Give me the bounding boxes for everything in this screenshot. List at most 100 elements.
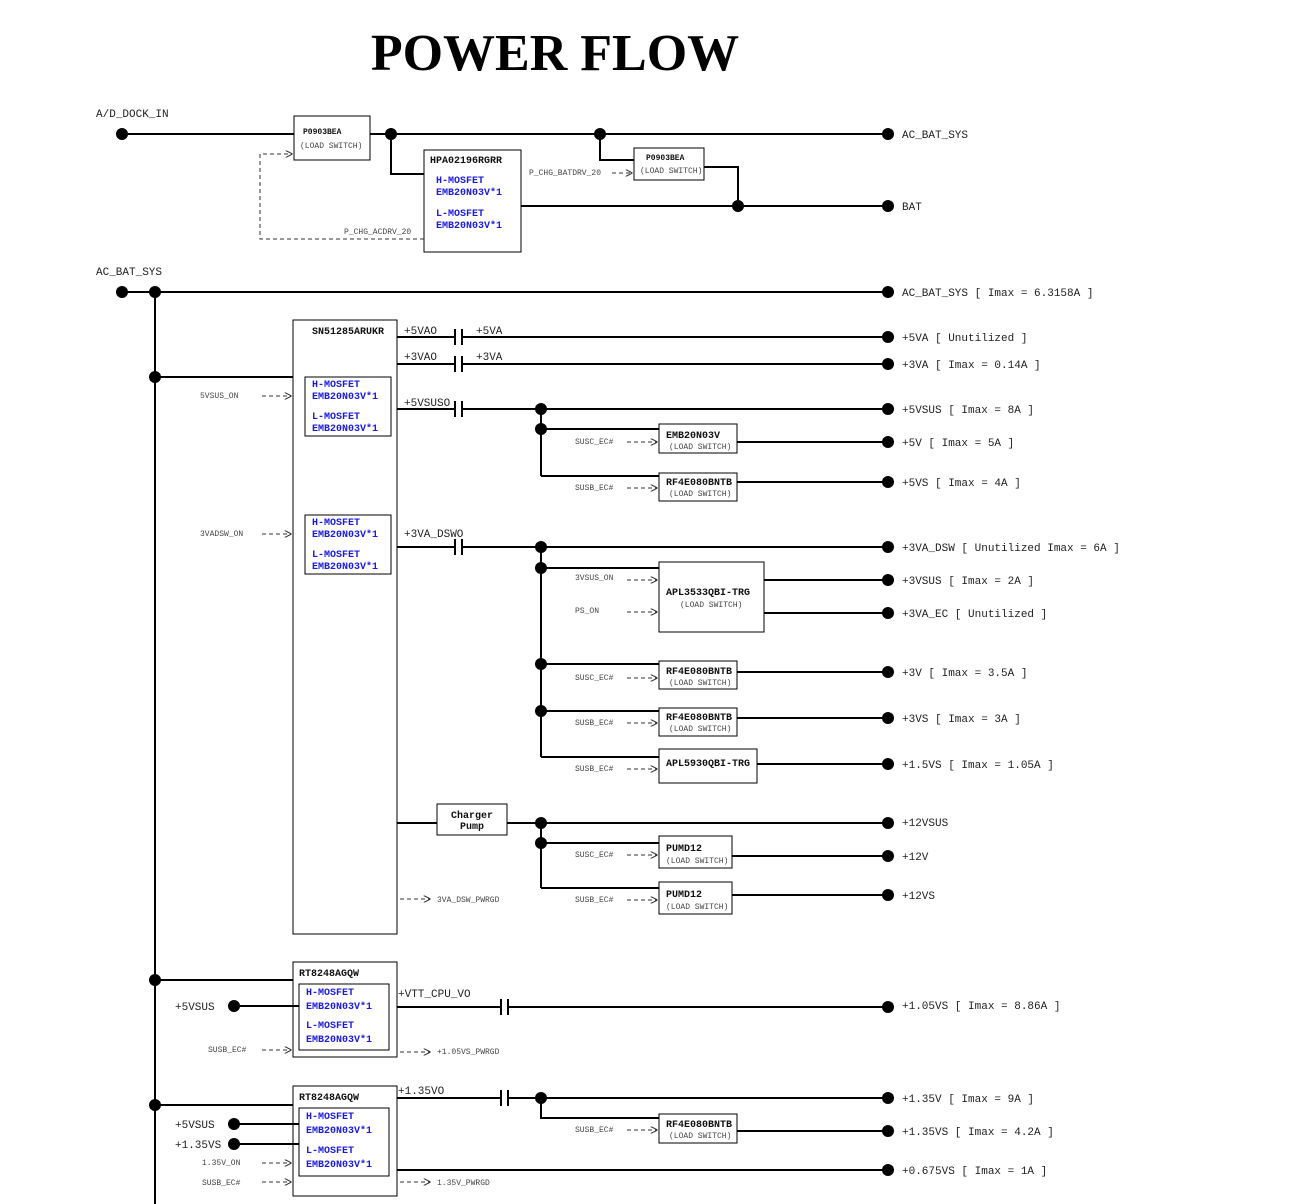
rt8248-2-section: RT8248AGQW H-MOSFET EMB20N03V*1 L-MOSFET…: [175, 1085, 1054, 1197]
pumd12-1-type: (LOAD SWITCH): [666, 857, 728, 866]
output-3va: +3VA [ Imax = 0.14A ]: [902, 360, 1041, 372]
hpa-label: HPA02196RGRR: [430, 156, 502, 167]
pumd12-switch-2: [658, 881, 733, 915]
output-3va-dsw: +3VA_DSW [ Unutilized Imax = 6A ]: [902, 543, 1120, 555]
rf-4-label: RF4E080BNTB: [666, 1120, 732, 1131]
sn51285-section: SN51285ARUKR H-MOSFET EMB20N03V*1 L-MOSF…: [200, 319, 1120, 935]
in-5vsus-b-label: +5VSUS: [175, 1120, 215, 1132]
apl3533-type: (LOAD SWITCH): [680, 601, 742, 610]
rail-5vao-label: +5VAO: [404, 326, 437, 338]
emb-switch-label: EMB20N03V: [666, 431, 720, 442]
rt1-h-mosfet: H-MOSFET: [306, 988, 354, 999]
rail-135vo-label: +1.35VO: [398, 1086, 445, 1098]
105vs-pwrgd-label: +1.05VS_PWRGD: [437, 1048, 500, 1057]
sn1-l-mosfet: L-MOSFET: [312, 412, 360, 423]
rf-3-label: RF4E080BNTB: [666, 713, 732, 724]
rf4e080-switch-1: [658, 472, 738, 502]
apl3533-label: APL3533QBI-TRG: [666, 588, 750, 599]
terminal-135v: [882, 1092, 894, 1104]
terminal-105vs: [882, 1001, 894, 1013]
pumd12-2-type: (LOAD SWITCH): [666, 903, 728, 912]
sn2-l-part: EMB20N03V*1: [312, 561, 378, 573]
output-3va-ec: +3VA_EC [ Unutilized ]: [902, 609, 1047, 621]
hpa-h-part: EMB20N03V*1: [436, 187, 502, 199]
3vsus-on-label: 3VSUS_ON: [575, 574, 614, 583]
output-135v: +1.35V [ Imax = 9A ]: [902, 1094, 1034, 1106]
rt1-l-mosfet: L-MOSFET: [306, 1021, 354, 1032]
ac-bat-sys-top-label: AC_BAT_SYS: [902, 130, 968, 142]
rf-1-type: (LOAD SWITCH): [669, 490, 731, 499]
junction-738: [732, 200, 744, 212]
rail-5va-label: +5VA: [476, 326, 503, 338]
p0903bea-2-label: P0903BEA: [646, 154, 685, 163]
output-5vs: +5VS [ Imax = 4A ]: [902, 478, 1021, 490]
output-5va: +5VA [ Unutilized ]: [902, 333, 1027, 345]
apl5930-switch: [658, 748, 758, 784]
p0903bea-switch-1: [293, 115, 371, 161]
rail-3va-dswo-label: +3VA_DSWO: [404, 529, 464, 541]
rt2-l-mosfet: L-MOSFET: [306, 1146, 354, 1157]
in-5vsus-a-label: +5VSUS: [175, 1002, 215, 1014]
rf4e080-switch-3: [658, 707, 738, 737]
terminal-135vs: [882, 1125, 894, 1137]
apl5930-label: APL5930QBI-TRG: [666, 759, 750, 770]
output-12v: +12V: [902, 852, 929, 864]
p0903bea-switch-2: [633, 147, 705, 181]
sn2-h-mosfet: H-MOSFET: [312, 518, 360, 529]
ac-bat-sys-main-label: AC_BAT_SYS [ Imax = 6.3158A ]: [902, 288, 1093, 300]
bat-terminal: [882, 200, 894, 212]
rf-1-label: RF4E080BNTB: [666, 478, 732, 489]
sn-mosfet-box-2: [304, 514, 392, 575]
135v-pwrgd-label: 1.35V_PWRGD: [437, 1179, 490, 1188]
charger-pump-label-1: Charger: [451, 810, 493, 822]
sn1-l-part: EMB20N03V*1: [312, 423, 378, 435]
sn2-l-mosfet: L-MOSFET: [312, 550, 360, 561]
pumd12-switch-1: [658, 835, 733, 869]
rt2-h-mosfet: H-MOSFET: [306, 1112, 354, 1123]
susb-ec-5-label: SUSB_EC#: [208, 1046, 247, 1055]
hpa-h-mosfet: H-MOSFET: [436, 176, 484, 187]
output-3vsus: +3VSUS [ Imax = 2A ]: [902, 576, 1034, 588]
rail-vtt-cpu-vo-label: +VTT_CPU_VO: [398, 989, 471, 1001]
rail-3va-label: +3VA: [476, 352, 503, 364]
output-5vsus: +5VSUS [ Imax = 8A ]: [902, 405, 1034, 417]
terminal-3vs: [882, 712, 894, 724]
output-3v: +3V [ Imax = 3.5A ]: [902, 668, 1027, 680]
terminal-5va: [882, 331, 894, 343]
terminal-12vsus: [882, 817, 894, 829]
wire-to-hpa: [390, 134, 424, 175]
hpa-l-part: EMB20N03V*1: [436, 220, 502, 232]
rt1-h-part: EMB20N03V*1: [306, 1001, 372, 1013]
pumd12-2-label: PUMD12: [666, 890, 702, 901]
output-135vs: +1.35VS [ Imax = 4.2A ]: [902, 1127, 1054, 1139]
rf-3-type: (LOAD SWITCH): [669, 725, 731, 734]
terminal-5v: [882, 436, 894, 448]
wire-p0903bea-2-out: [704, 166, 739, 206]
wire-to-p0903bea-2: [599, 134, 634, 161]
susb-ec-6-label: SUSB_EC#: [202, 1179, 241, 1188]
rf4e080-switch-2: [658, 660, 738, 690]
rf4e080-switch-4: [658, 1113, 738, 1144]
susb-ec-2-label: SUSB_EC#: [575, 719, 614, 728]
135v-on-label: 1.35V_ON: [202, 1159, 241, 1168]
sn2-h-part: EMB20N03V*1: [312, 529, 378, 541]
rt-2-label: RT8248AGQW: [299, 1093, 359, 1104]
p-chg-batdrv-label: P_CHG_BATDRV_20: [529, 169, 601, 178]
terminal-0675vs: [882, 1164, 894, 1176]
charger-pump-label-2: Pump: [460, 822, 484, 833]
sn1-h-mosfet: H-MOSFET: [312, 380, 360, 391]
sn51285-label: SN51285ARUKR: [312, 327, 384, 338]
susb-ec-1-label: SUSB_EC#: [575, 484, 614, 493]
3vadsw-on-label: 3VADSW_ON: [200, 530, 243, 539]
emb-switch-type: (LOAD SWITCH): [669, 443, 731, 452]
terminal-5vs: [882, 476, 894, 488]
rail-5vsuso-label: +5VSUSO: [404, 398, 451, 410]
ps-on-label: PS_ON: [575, 607, 599, 616]
hpa02196-charger: [423, 149, 522, 253]
output-12vsus: +12VSUS: [902, 818, 949, 830]
susb-ec-4-label: SUSB_EC#: [575, 896, 614, 905]
5vsus-on-label: 5VSUS_ON: [200, 392, 239, 401]
rf-2-label: RF4E080BNTB: [666, 667, 732, 678]
charger-pump: [436, 803, 508, 836]
p-chg-acdrv-signal: [259, 154, 424, 240]
